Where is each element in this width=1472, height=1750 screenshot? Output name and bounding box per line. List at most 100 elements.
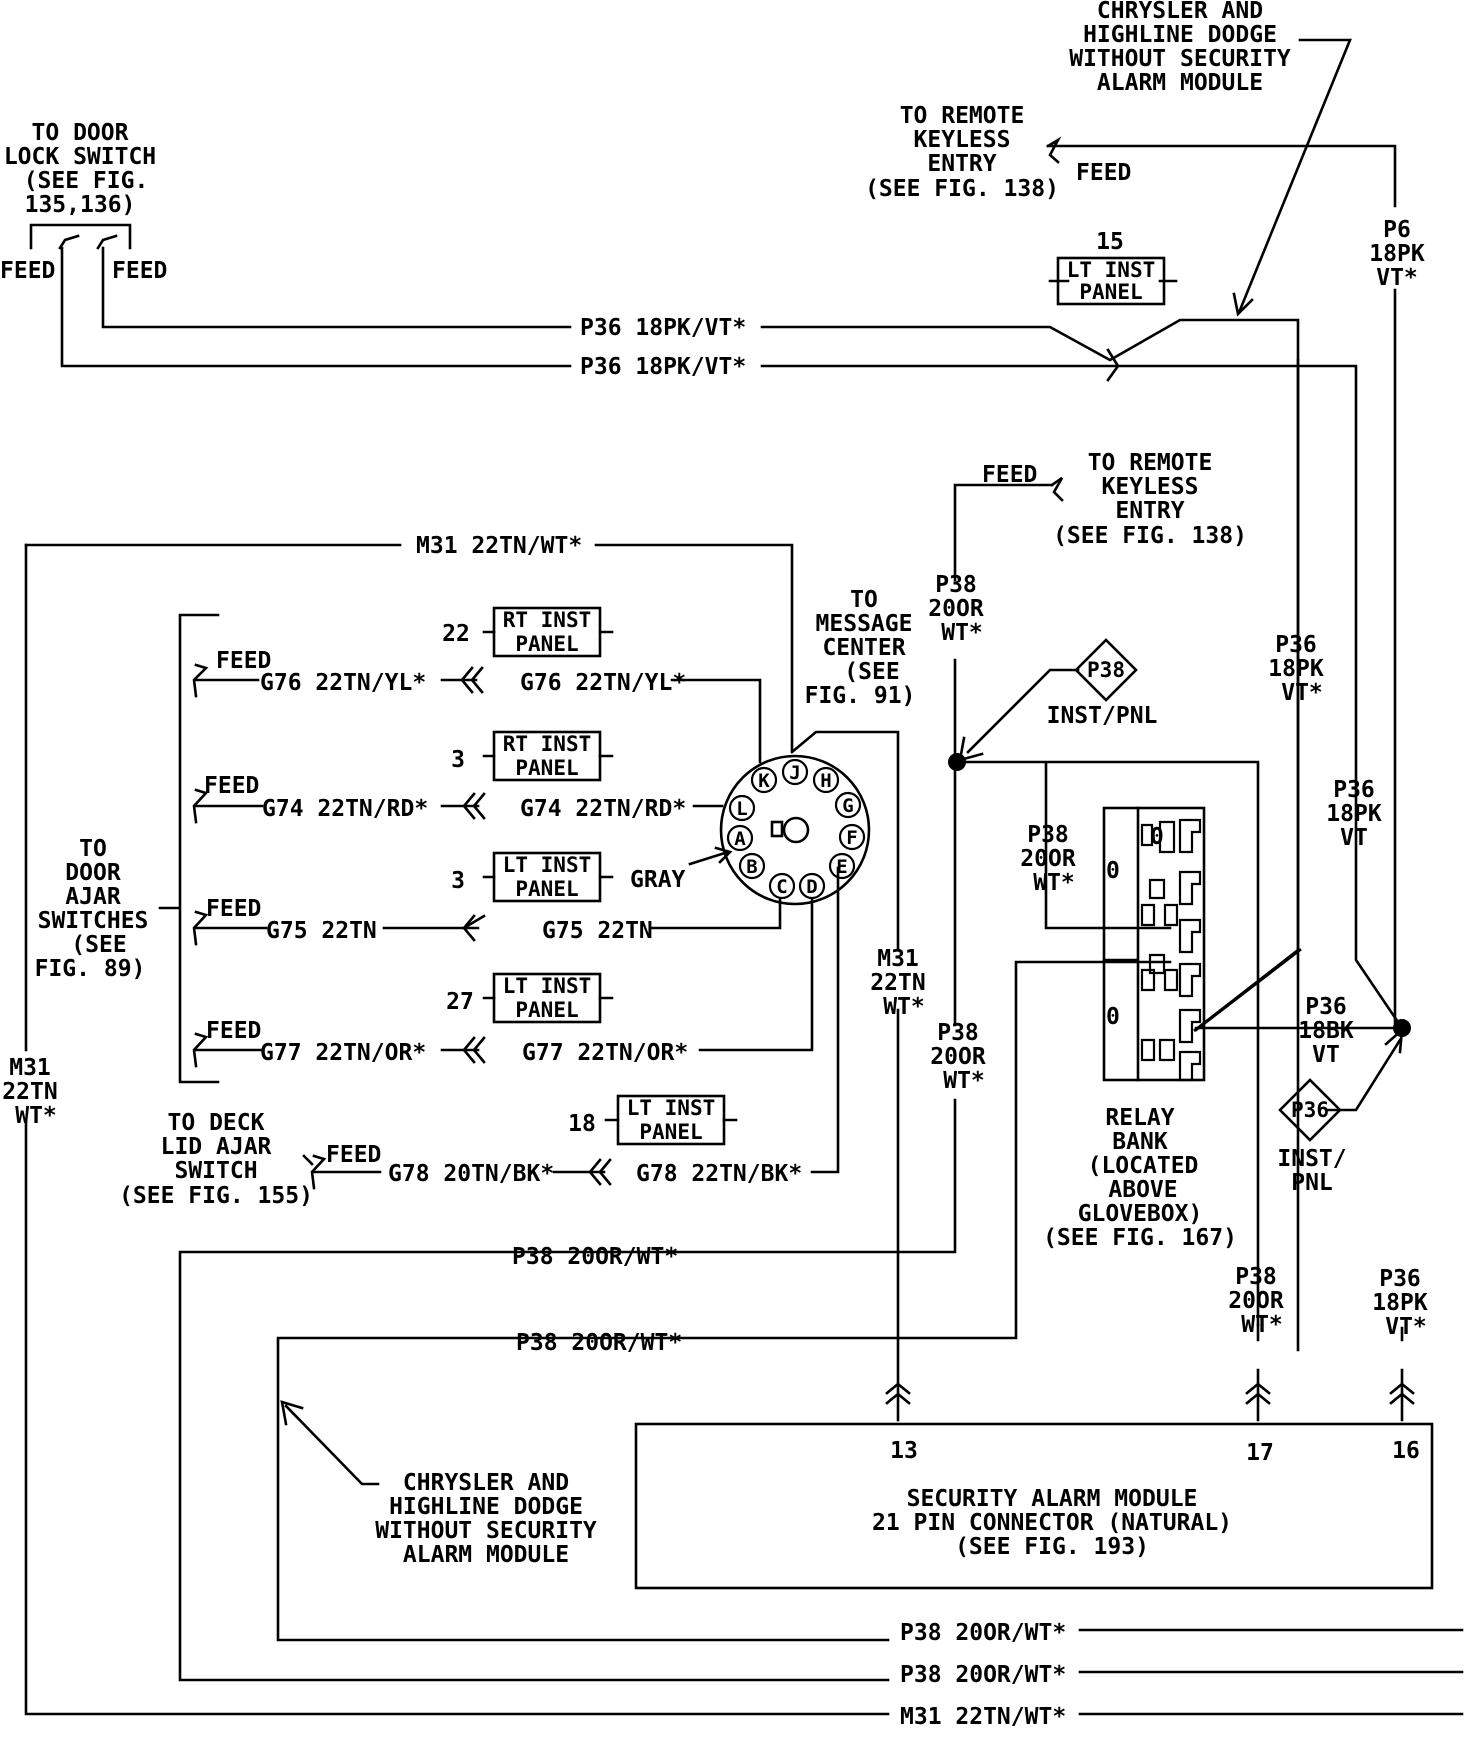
g76-connector — [460, 666, 484, 694]
g75-left-label: G75 22TN — [266, 918, 377, 944]
p38-v4-line-2: 20OR — [1228, 1288, 1284, 1314]
p36-lower-wire — [60, 246, 1404, 1030]
p38-h1-label: P38 20OR/WT* — [512, 1244, 678, 1270]
door-ajar-line-4: SWITCHES — [38, 908, 149, 934]
lt18-line-1: LT INST — [627, 1096, 716, 1120]
pin-l: L — [736, 798, 747, 820]
p36-bk-line-3: VT — [1312, 1042, 1340, 1068]
deck-lid-line-1: TO DECK — [168, 1110, 265, 1136]
pin-a: A — [734, 828, 746, 850]
pin-j: J — [789, 762, 800, 784]
pin-g-ring — [834, 791, 862, 819]
p38-v3-line-2: 20OR — [930, 1044, 986, 1070]
alarm-bottom-arrow — [280, 1400, 304, 1426]
p38-h2-label: P38 20OR/WT* — [516, 1330, 682, 1356]
p38-v2-line-2: 20OR — [1020, 846, 1076, 872]
rke-mid-feed: FEED — [982, 462, 1037, 488]
sam-pin-17: 17 — [1246, 1440, 1274, 1466]
g77-wire — [194, 898, 814, 1052]
p36-tag-label: P36 — [1291, 1098, 1329, 1122]
p38-vertical — [178, 760, 957, 1682]
g75-feed-wave — [192, 910, 209, 946]
p38-pointer — [966, 668, 1080, 754]
pin-d-ring — [798, 872, 826, 900]
m31-top-label: M31 22TN/WT* — [416, 533, 582, 559]
door-lock-line-3: (SEE FIG. — [24, 168, 149, 194]
m31-top-wire — [24, 543, 794, 752]
lt18-number: 18 — [568, 1111, 596, 1137]
inst-pnl-2-line-1: INST/ — [1277, 1146, 1346, 1172]
p38-v1-line-1: P38 — [935, 572, 977, 598]
p38-tag-label: P38 — [1087, 658, 1125, 682]
m31-v-line-1: M31 — [877, 946, 919, 972]
p36-v1-line-2: 18PK — [1268, 656, 1324, 682]
rke-mid-line-3: ENTRY — [1115, 498, 1184, 524]
p38-v3-line-3: WT* — [943, 1068, 985, 1094]
gray-arrow — [714, 846, 733, 864]
p36-v2-line-1: P36 — [1333, 777, 1375, 803]
pin-f: F — [846, 827, 857, 849]
p38-to-relay — [953, 760, 1260, 1327]
rke-top-line-3: ENTRY — [927, 151, 996, 177]
relay-bank-divider — [1102, 806, 1140, 1082]
relay-bank-line-5: GLOVEBOX) — [1078, 1201, 1203, 1227]
door-lock-feed-left: FEED — [0, 258, 55, 284]
pin-c-ring — [768, 872, 796, 900]
lt3-line-1: LT INST — [503, 853, 592, 877]
door-ajar-line-1: TO — [79, 836, 107, 862]
m31-left-vert — [24, 543, 890, 1716]
relay-mark-1: 0 — [1106, 858, 1120, 884]
g75-feed: FEED — [206, 896, 261, 922]
rt22-box — [492, 606, 602, 658]
p38-feed-wire — [953, 483, 1054, 764]
g76-feed: FEED — [216, 648, 271, 674]
p36-upper-label: P36 18PK/VT* — [580, 315, 746, 341]
splice-15-line-1: LT INST — [1067, 258, 1156, 282]
g78-feed-wave — [310, 1154, 327, 1190]
gray-label: GRAY — [630, 867, 686, 893]
g74-feed: FEED — [204, 773, 259, 799]
p36-lower-label: P36 18PK/VT* — [580, 354, 746, 380]
p36-v2-line-2: 18PK — [1326, 801, 1382, 827]
relay-bank-outline — [1102, 806, 1206, 1082]
p6-wire — [1046, 144, 1397, 1030]
connector-center-hole — [782, 816, 810, 844]
p36-bk-line-2: 18BK — [1298, 1018, 1354, 1044]
pin-l-ring — [728, 794, 756, 822]
p36-v3-line-1: P36 — [1379, 1266, 1421, 1292]
sam-pin17-arrow — [1245, 1382, 1271, 1405]
relay-mark-2: 0 — [1106, 1004, 1120, 1030]
door-ajar-line-2: DOOR — [65, 860, 121, 886]
g78-wire — [312, 866, 840, 1174]
g77-right-label: G77 22TN/OR* — [522, 1040, 688, 1066]
alarm-bottom-line-3: WITHOUT SECURITY — [375, 1518, 597, 1544]
door-ajar-connector: K J H L G A F B E C D — [719, 754, 871, 906]
rt22-line-1: RT INST — [503, 608, 592, 632]
pin-g: G — [842, 795, 853, 817]
sam-pin16-arrow — [1389, 1382, 1415, 1405]
bottom-p38-1-label: P38 20OR/WT* — [900, 1620, 1066, 1646]
alarm-top-pointer — [1238, 38, 1352, 312]
alarm-bottom-line-4: ALARM MODULE — [403, 1542, 569, 1568]
g77-feed-wave — [192, 1032, 209, 1068]
g76-right-label: G76 22TN/YL* — [520, 670, 686, 696]
door-lock-bracket — [29, 223, 132, 250]
pin-h: H — [820, 770, 831, 792]
g77-connector — [462, 1036, 486, 1064]
g77-left-label: G77 22TN/OR* — [260, 1040, 426, 1066]
rt22-number: 22 — [442, 621, 470, 647]
rt3-line-1: RT INST — [503, 732, 592, 756]
rke-top-line-1: TO REMOTE — [900, 103, 1025, 129]
g74-right-label: G74 22TN/RD* — [520, 796, 686, 822]
sam-pin13-arrow — [885, 1382, 911, 1405]
p6-wave — [1046, 136, 1062, 164]
inst-pnl-2-line-2: PNL — [1291, 1170, 1333, 1196]
rke-top-line-2: KEYLESS — [914, 127, 1011, 153]
g76-feed-wave — [192, 663, 209, 698]
label-boxes — [492, 256, 1342, 1146]
p38-v1-line-3: WT* — [941, 620, 983, 646]
p36-v3-line-2: 18PK — [1372, 1290, 1428, 1316]
pin-b: B — [746, 856, 757, 878]
relay-bank-line-6: (SEE FIG. 167) — [1043, 1225, 1237, 1251]
door-lock-line-1: TO DOOR — [32, 120, 129, 146]
